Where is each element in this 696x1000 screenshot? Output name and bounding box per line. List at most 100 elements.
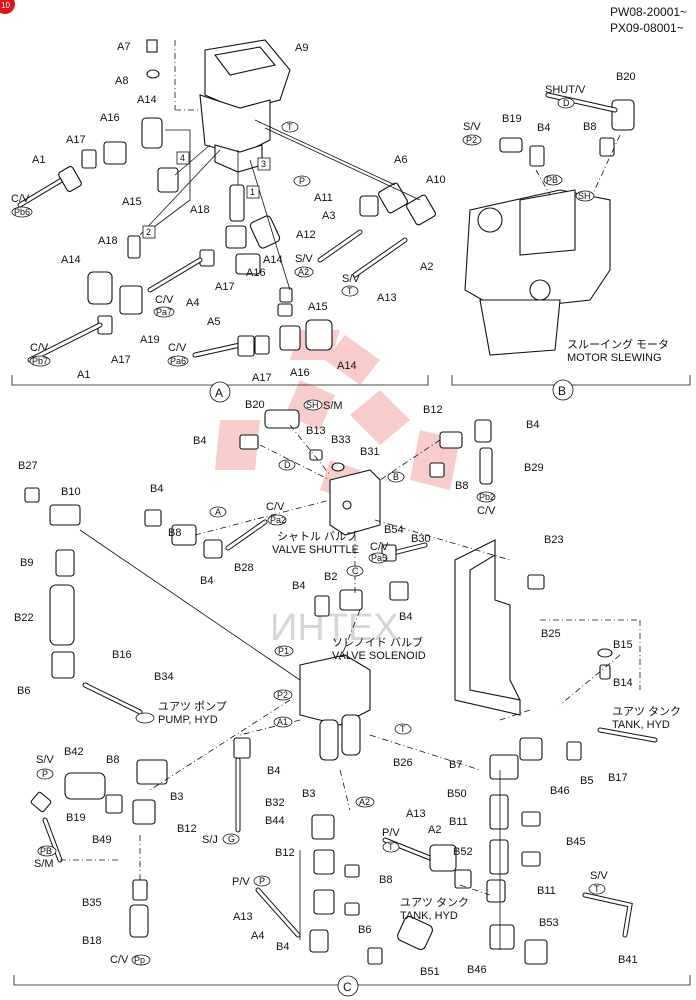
- label-b33: B33: [331, 434, 351, 446]
- label-a7: A7: [117, 41, 130, 53]
- port-sh-1: SH: [578, 191, 591, 201]
- label-b27: B27: [18, 460, 38, 472]
- motor-label-en: MOTOR SLEWING: [567, 352, 662, 364]
- tank2-jp: ユアツ タンク: [400, 896, 469, 909]
- label-a17-3: A17: [111, 354, 131, 366]
- label-b20-1: B20: [616, 71, 636, 83]
- label-b19-1: B19: [502, 113, 522, 125]
- port-p2-2: P2: [277, 690, 288, 700]
- port-p-1: P: [299, 176, 305, 186]
- valve-shuttle-en: VALVE SHUTTLE: [272, 544, 359, 556]
- label-b46-1: B46: [550, 785, 570, 797]
- label-b26: B26: [393, 757, 413, 769]
- label-b34: B34: [154, 671, 174, 683]
- port-p2-1: P2: [466, 135, 477, 145]
- label-a17-4: A17: [252, 372, 272, 384]
- port-cv-2: C/V: [155, 294, 174, 306]
- label-b4-6: B4: [292, 580, 305, 592]
- port-pv-1: P/V: [382, 827, 400, 839]
- port-sv-a2: S/V: [295, 253, 313, 265]
- label-a15-1: A15: [122, 196, 142, 208]
- label-b8-1: B8: [583, 121, 596, 133]
- label-b45: B45: [566, 836, 586, 848]
- label-b42: B42: [64, 746, 84, 758]
- label-b2: B2: [324, 571, 337, 583]
- port-cv-3: C/V: [30, 342, 49, 354]
- label-a14-2: A14: [61, 254, 81, 266]
- valve-shuttle-jp: シャトル バルブ: [277, 529, 357, 543]
- label-a14-4: A14: [337, 360, 357, 372]
- label-a17-1: A17: [66, 134, 86, 146]
- port-sm-2: S/M: [34, 858, 54, 870]
- serial-range-2: PX09-08001~: [610, 21, 684, 35]
- label-b44: B44: [265, 815, 285, 827]
- port-sv-t: S/V: [342, 273, 360, 285]
- label-b11-2: B11: [537, 885, 556, 897]
- label-b6-2: B6: [358, 924, 371, 936]
- port-sv-p: S/V: [36, 754, 54, 766]
- port-cv-7: C/V: [370, 541, 389, 553]
- label-b50: B50: [447, 788, 467, 800]
- valve-solenoid-en: VALVE SOLENOID: [332, 650, 426, 662]
- port-pp: Pp: [134, 955, 145, 965]
- label-a14-3: A14: [263, 254, 283, 266]
- page-badge-number: 10: [1, 1, 10, 10]
- port-cv-8: C/V: [110, 954, 129, 966]
- port-g: G: [228, 834, 235, 844]
- label-b3-2: B3: [302, 788, 315, 800]
- label-a4-c: A4: [251, 930, 264, 942]
- label-b8-4: B8: [106, 754, 119, 766]
- label-b12-1: B12: [423, 404, 443, 416]
- group-b-label: B: [558, 384, 566, 398]
- port-cv-5: C/V: [477, 505, 496, 517]
- port-t-3: T: [400, 724, 406, 734]
- label-b8-3: B8: [168, 527, 181, 539]
- label-b7: B7: [449, 759, 462, 771]
- label-b13: B13: [306, 425, 326, 437]
- label-a9: A9: [295, 42, 308, 54]
- port-t-4: T: [388, 842, 394, 852]
- label-b19-2: B19: [66, 812, 86, 824]
- label-a16-1: A16: [100, 112, 120, 124]
- pump-en: PUMP, HYD: [158, 714, 218, 726]
- port-pv-2: P/V: [232, 876, 250, 888]
- label-b54: B54: [384, 524, 404, 536]
- port-pa2: Pa2: [270, 515, 286, 525]
- tank-jp: ユアツ タンク: [612, 705, 681, 718]
- label-b23: B23: [544, 534, 564, 546]
- group-c: C SH S/M D B Pb2 C/V A C/V Pa2 C/V Pa5 C…: [13, 399, 691, 997]
- label-a13-c: A13: [406, 808, 426, 820]
- label-a4: A4: [186, 297, 199, 309]
- port-pb6: Pb6: [14, 207, 30, 217]
- label-b14: B14: [613, 677, 633, 689]
- port-p-3: P: [259, 876, 265, 886]
- port-cv-4: C/V: [168, 342, 187, 354]
- label-b8-2: B8: [455, 480, 468, 492]
- label-a13-d: A13: [233, 911, 253, 923]
- label-a15-2: A15: [308, 301, 328, 313]
- label-b4-7: B4: [399, 611, 412, 623]
- group-b-marker: [552, 379, 574, 401]
- label-a16-3: A16: [290, 367, 310, 379]
- label-b4-4: B4: [150, 483, 163, 495]
- motor-label-jp: スルーイング モータ: [567, 337, 669, 351]
- port-pb2: Pb2: [479, 492, 495, 502]
- port-t-2: T: [287, 122, 293, 132]
- label-b11-1: B11: [449, 816, 468, 828]
- label-b4-3: B4: [193, 435, 206, 447]
- page-badge: [0, 0, 15, 14]
- label-b41: B41: [618, 954, 638, 966]
- port-b: B: [393, 472, 399, 482]
- label-b10: B10: [61, 486, 81, 498]
- label-a1-2: A1: [77, 369, 90, 381]
- label-b28: B28: [234, 562, 254, 574]
- port-d-2: D: [284, 460, 291, 470]
- port-a: A: [215, 507, 221, 517]
- port-sj: S/J: [202, 834, 218, 846]
- label-b17: B17: [608, 772, 628, 784]
- label-b4-9: B4: [276, 941, 289, 953]
- watermark-text: ИНТЕХ: [270, 607, 399, 649]
- label-b22: B22: [14, 612, 34, 624]
